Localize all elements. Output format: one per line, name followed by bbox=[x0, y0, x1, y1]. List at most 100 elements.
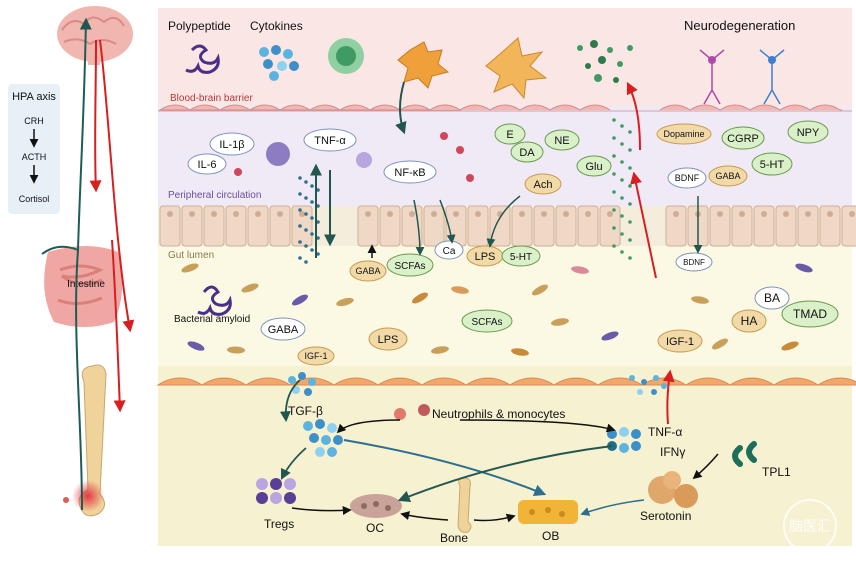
igf1-cluster-icon bbox=[288, 372, 316, 396]
svg-text:LPS: LPS bbox=[475, 251, 496, 263]
red-particle-icon bbox=[440, 132, 448, 140]
bdnf-node: BDNF bbox=[667, 167, 707, 189]
ha-node: HA bbox=[731, 309, 767, 333]
dopamine-node: Dopamine bbox=[656, 123, 712, 145]
particle-dot bbox=[316, 220, 320, 224]
epithelial-cell bbox=[709, 205, 731, 247]
bacterium-icon bbox=[227, 346, 245, 354]
particle-dot bbox=[298, 224, 302, 228]
particle-dot bbox=[620, 124, 624, 128]
particle-dot bbox=[620, 214, 624, 218]
particle-dot bbox=[628, 130, 632, 134]
cell-nucleus bbox=[673, 211, 679, 217]
particle-dot bbox=[316, 252, 320, 256]
particle-dot bbox=[620, 142, 624, 146]
neurodegeneration-label: Neurodegeneration bbox=[684, 18, 795, 33]
cell-nucleus bbox=[233, 211, 239, 217]
epithelial-cell bbox=[731, 205, 753, 247]
particle-dot bbox=[298, 240, 302, 244]
astrocyte-icon bbox=[485, 37, 548, 100]
osteoblast-icon bbox=[518, 500, 578, 524]
lps-lumen2-node: LPS bbox=[368, 327, 408, 351]
cell-nucleus bbox=[541, 211, 547, 217]
5ht-lumen-node: 5-HT bbox=[501, 245, 541, 267]
igf1-bone-cluster-icon bbox=[629, 375, 667, 395]
tgfb-label: TGF-β bbox=[288, 404, 323, 418]
cytokines-label: Cytokines bbox=[250, 19, 303, 33]
watermark: 脑医汇 bbox=[783, 499, 837, 553]
peripheral-circulation-label: Peripheral circulation bbox=[168, 190, 261, 201]
cell-nucleus bbox=[717, 211, 723, 217]
svg-text:DA: DA bbox=[519, 147, 535, 159]
particle-dot bbox=[316, 188, 320, 192]
crh-label: CRH bbox=[24, 116, 44, 126]
polypeptide-icon bbox=[185, 44, 220, 74]
svg-text:IL-6: IL-6 bbox=[198, 159, 217, 171]
cell-nucleus bbox=[211, 211, 217, 217]
particle-dot bbox=[612, 118, 616, 122]
svg-text:GABA: GABA bbox=[268, 324, 299, 336]
epithelial-cell bbox=[159, 205, 181, 247]
cell-nucleus bbox=[519, 211, 525, 217]
svg-text:IGF-1: IGF-1 bbox=[666, 336, 694, 348]
tregs-label: Tregs bbox=[264, 517, 294, 531]
particle-dot bbox=[612, 172, 616, 176]
bacterium-icon bbox=[601, 331, 619, 341]
receptor-cell-icon bbox=[356, 152, 372, 168]
particle-dot bbox=[620, 232, 624, 236]
svg-text:NPY: NPY bbox=[797, 127, 820, 139]
particle-dot bbox=[304, 180, 308, 184]
epithelial-cell bbox=[247, 205, 269, 247]
scfas-lumen-node: SCFAs bbox=[386, 253, 434, 277]
svg-text:GABA: GABA bbox=[715, 171, 740, 181]
svg-text:BDNF: BDNF bbox=[683, 258, 705, 267]
axis-arrows bbox=[41, 17, 135, 511]
svg-text:5-HT: 5-HT bbox=[510, 252, 532, 263]
intestine-icon: Intestine bbox=[44, 246, 123, 327]
svg-text:BA: BA bbox=[764, 291, 780, 305]
bone-label: Bone bbox=[440, 531, 468, 545]
epithelial-cell bbox=[555, 205, 577, 247]
cell-nucleus bbox=[805, 211, 811, 217]
epithelial-cell bbox=[379, 205, 401, 247]
nfkb-node: NF-κB bbox=[383, 160, 437, 184]
epithelial-cell bbox=[269, 205, 291, 247]
bacterium-icon bbox=[571, 266, 589, 274]
tgfb-cluster-icon bbox=[303, 419, 343, 457]
epithelial-cell bbox=[665, 205, 687, 247]
lps-lumen-node: LPS bbox=[466, 245, 504, 267]
particle-dot bbox=[298, 192, 302, 196]
cell-nucleus bbox=[453, 211, 459, 217]
brain-icon bbox=[57, 6, 133, 65]
gut-lumen-label: Gut lumen bbox=[168, 250, 214, 261]
left-panel: HPA axis CRH ACTH Cortisol Intestine bbox=[8, 6, 135, 517]
bacterium-icon bbox=[511, 348, 529, 356]
particle-dot bbox=[620, 196, 624, 200]
particle-dot bbox=[628, 148, 632, 152]
bacterium-icon bbox=[431, 346, 449, 354]
oc-label: OC bbox=[366, 521, 384, 535]
cell-nucleus bbox=[255, 211, 261, 217]
bacterium-icon bbox=[336, 297, 354, 307]
epithelial-cell bbox=[291, 205, 313, 247]
bacterium-icon bbox=[532, 284, 548, 296]
npy-node: NPY bbox=[787, 120, 829, 144]
bacterium-icon bbox=[551, 318, 569, 326]
bacterium-icon bbox=[241, 283, 259, 293]
svg-text:E: E bbox=[506, 129, 513, 141]
svg-text:TNF-α: TNF-α bbox=[314, 135, 346, 147]
bacterium-icon bbox=[451, 286, 469, 294]
cell-nucleus bbox=[739, 211, 745, 217]
svg-text:TMAD: TMAD bbox=[793, 307, 827, 321]
epithelial-cell bbox=[181, 205, 203, 247]
svg-text:脑医汇: 脑医汇 bbox=[789, 518, 831, 534]
cell-nucleus bbox=[189, 211, 195, 217]
bdnf-lumen-node: BDNF bbox=[675, 252, 713, 272]
cell-nucleus bbox=[827, 211, 833, 217]
gut-lumen-zone: Gut lumen GABA SCFAs Ca LPS 5-HT BDNF BA bbox=[168, 163, 839, 366]
svg-text:5-HT: 5-HT bbox=[760, 159, 785, 171]
neutrophils-label: Neutrophils & monocytes bbox=[432, 407, 565, 421]
svg-text:GABA: GABA bbox=[355, 266, 380, 276]
intestine-label: Intestine bbox=[67, 279, 105, 290]
tregs-icon bbox=[256, 478, 296, 504]
